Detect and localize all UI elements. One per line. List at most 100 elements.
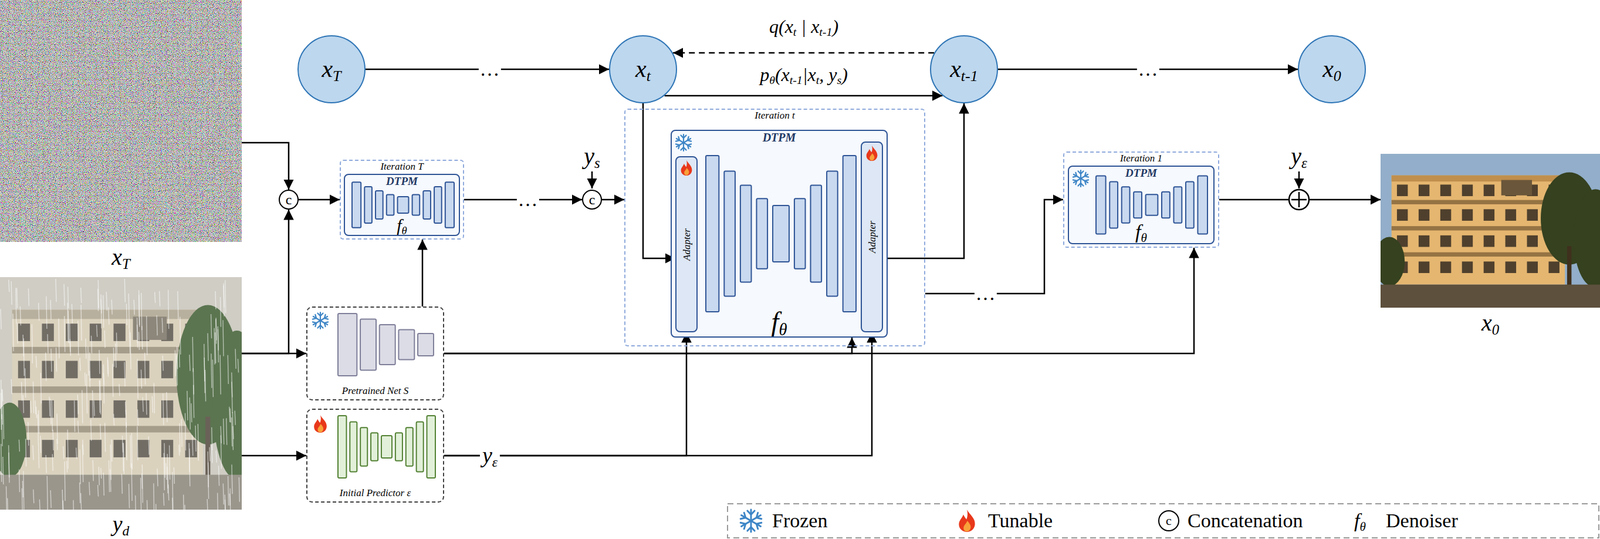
edge-label: … xyxy=(478,58,502,81)
restored-photo xyxy=(1380,153,1600,308)
tunable-icon xyxy=(958,509,975,532)
subscript-run: s xyxy=(836,73,842,87)
state-label: xT xyxy=(321,55,341,83)
network-box: Initial Predictor ε xyxy=(306,408,445,503)
text-run: (x xyxy=(775,63,790,86)
image-panel: x0 xyxy=(1380,153,1600,308)
network-label: Pretrained Net S xyxy=(340,385,411,397)
flow-arrow xyxy=(421,239,424,307)
network-layer xyxy=(772,205,790,262)
flow-arrow xyxy=(672,52,935,54)
network-layer xyxy=(360,319,377,371)
network-layer xyxy=(1173,186,1182,223)
subscript-run: θ xyxy=(1141,230,1148,245)
dtpm-box: DTPM fθ xyxy=(1067,165,1215,245)
network-box: Pretrained Net S xyxy=(306,306,445,401)
flow-arrow xyxy=(241,454,307,457)
frozen-icon xyxy=(1072,170,1090,187)
legend-item: Concatenation xyxy=(1187,509,1303,531)
legend-text: Denoiser xyxy=(1385,509,1459,531)
state-node: x0 xyxy=(1297,35,1366,104)
subscript-run: d xyxy=(122,522,130,539)
edge-label-holder: … xyxy=(974,282,997,305)
denoiser-symbol: fθ xyxy=(394,215,409,235)
subscript-run: θ xyxy=(401,224,408,237)
text-run: x xyxy=(1322,55,1334,83)
iteration-label: Iteration 1 xyxy=(1120,153,1163,164)
legend-item: Tunable xyxy=(988,509,1053,531)
flow-arrow xyxy=(601,198,625,201)
flow-arrow xyxy=(883,103,964,259)
module-name: DTPM xyxy=(383,175,421,188)
network-layer xyxy=(1145,194,1159,216)
subscript-run: θ xyxy=(1360,519,1366,534)
denoiser-symbol: fθ xyxy=(1132,221,1150,243)
flow-arrow xyxy=(241,142,289,190)
state-label: x0 xyxy=(1322,55,1342,83)
network-layer xyxy=(379,324,396,365)
network-label: Initial Predictor ε xyxy=(337,487,413,499)
adapter-block: Adapter xyxy=(675,156,698,333)
iteration-box: Iteration TDTPMfθ xyxy=(339,159,465,240)
network-layer xyxy=(445,181,455,228)
edge-label-holder: q(xt | xt-1) xyxy=(766,16,841,37)
network-layer xyxy=(416,421,424,472)
noise-field xyxy=(0,0,242,242)
state-label: xt xyxy=(635,55,651,83)
subscript-run: 0 xyxy=(1492,321,1500,338)
flow-arrow xyxy=(298,198,340,201)
network-layer xyxy=(370,432,378,461)
subscript-run: t-1 xyxy=(819,25,832,39)
rainy-photo xyxy=(0,276,242,510)
edge-label: … xyxy=(974,282,997,305)
side-input-label: ys xyxy=(582,144,601,168)
module-name: DTPM xyxy=(1122,167,1160,179)
adapter-label: Adapter xyxy=(867,220,878,253)
subscript-run: t-1 xyxy=(789,73,803,87)
network-layer xyxy=(1109,181,1118,228)
node-drawing xyxy=(1380,153,1600,308)
text-run: f xyxy=(1354,509,1360,531)
text-run: y xyxy=(112,511,123,536)
network-layer xyxy=(364,186,372,223)
subscript-run: θ xyxy=(769,73,776,87)
frozen-icon xyxy=(312,312,330,329)
state-node: xt xyxy=(609,35,678,104)
side-input-label: yε xyxy=(1289,144,1309,168)
label-holder: c xyxy=(1164,513,1173,527)
network-layer xyxy=(349,421,357,472)
label-holder: ys xyxy=(582,144,601,168)
network-layer xyxy=(423,190,431,219)
network-layer xyxy=(826,171,838,297)
flow-arrow xyxy=(241,209,289,354)
tunable-icon xyxy=(681,160,693,176)
legend-symbol: fθ xyxy=(1352,510,1368,531)
adapter-label: Adapter xyxy=(681,228,692,261)
network-layer xyxy=(1096,176,1106,235)
network-layer xyxy=(412,194,421,216)
text-run: f xyxy=(771,306,780,337)
text-run: y xyxy=(1290,142,1302,169)
image-panel: xT xyxy=(0,0,242,242)
text-run: y xyxy=(482,442,493,468)
edge-label-holder: pθ(xt-1|xt, ys) xyxy=(757,64,851,86)
subscript-run: t xyxy=(793,25,797,39)
network-layer xyxy=(724,171,736,297)
flow-arrow xyxy=(925,199,1064,294)
tunable-icon xyxy=(313,414,327,433)
text-run: x xyxy=(635,55,647,83)
network-layer xyxy=(397,196,409,213)
network-layer xyxy=(417,333,434,356)
text-run: x xyxy=(111,243,123,270)
node-drawing xyxy=(0,276,242,510)
subscript-run: T xyxy=(122,255,131,272)
edge-label-holder: … xyxy=(478,58,502,81)
text-run: , y xyxy=(819,63,837,86)
network-layer xyxy=(1185,181,1194,228)
denoiser-symbol: fθ xyxy=(769,307,790,336)
edge-label: … xyxy=(1137,58,1160,81)
flow-arrow xyxy=(444,332,872,456)
dtpm-box: DTPMfθAdapterAdapter xyxy=(670,129,888,338)
legend-text: Concatenation xyxy=(1187,509,1303,531)
concat-symbol: c xyxy=(589,192,596,207)
